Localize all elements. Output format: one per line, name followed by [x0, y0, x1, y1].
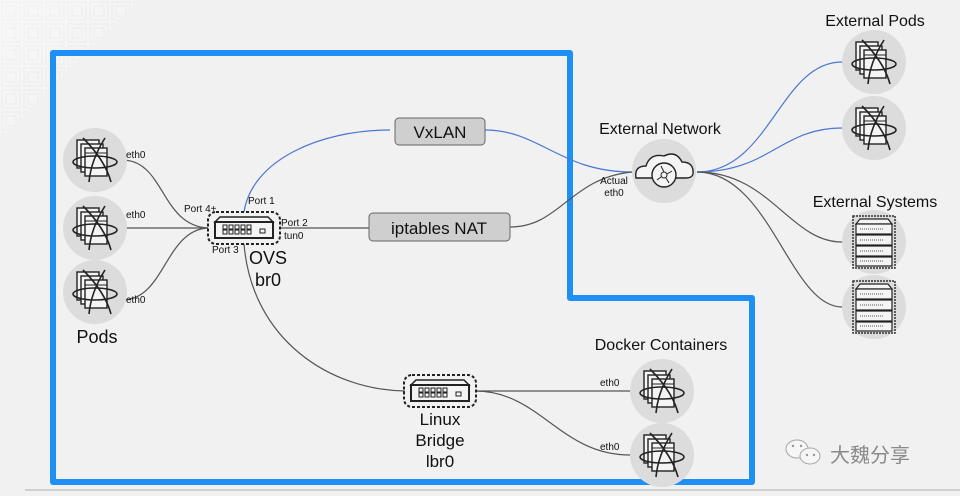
server-rack-icon — [841, 274, 907, 340]
external-pods-title: External Pods — [825, 13, 925, 30]
ovs-port1-label: Port 1 — [248, 196, 275, 207]
link-vxlan-external — [484, 129, 633, 173]
pod3-iface-label: eth0 — [126, 295, 146, 306]
cloud-network-icon — [635, 153, 694, 188]
link-pod1-ovs — [121, 159, 209, 229]
docker-containers-title: Docker Containers — [595, 337, 728, 354]
vxlan-box[interactable]: VxLAN — [394, 117, 486, 146]
ovs-bridge-name: br0 — [255, 270, 281, 290]
pod-node[interactable] — [62, 195, 128, 261]
linux-bridge-line2: Bridge — [415, 431, 464, 450]
docker2-iface-label: eth0 — [600, 442, 620, 453]
docker-container-node[interactable] — [629, 358, 695, 424]
pod-icon — [841, 29, 907, 95]
watermark-text: 大魏分享 — [830, 443, 910, 467]
ovs-tun0-label: tun0 — [284, 231, 304, 242]
watermark: 大魏分享 — [785, 439, 910, 467]
pod-icon — [62, 195, 128, 261]
docker1-iface-label: eth0 — [600, 378, 620, 389]
docker-container-node[interactable] — [629, 422, 695, 488]
pod-node[interactable] — [62, 127, 128, 193]
ovs-port2-label: Port 2 — [281, 218, 308, 229]
external-network-node[interactable] — [632, 139, 696, 203]
cluster-node-boundary — [50, 50, 755, 485]
link-external-extsys2 — [696, 171, 843, 308]
link-iptables-external — [509, 171, 633, 228]
link-external-extpod1 — [696, 61, 843, 173]
pod1-iface-label: eth0 — [126, 150, 146, 161]
link-ovs-vxlan — [243, 129, 391, 213]
external-pod-node[interactable] — [841, 29, 907, 95]
linux-bridge-line1: Linux — [420, 410, 461, 429]
external-pod-node[interactable] — [841, 95, 907, 161]
ovs-port3-label: Port 3 — [212, 245, 239, 256]
actual-eth0-line2: eth0 — [604, 188, 624, 199]
pod-icon — [841, 95, 907, 161]
pod2-iface-label: eth0 — [126, 210, 146, 221]
background-fade — [0, 0, 140, 140]
pod-icon — [62, 127, 128, 193]
link-linuxbridge-docker2 — [474, 390, 631, 456]
ovs-name: OVS — [249, 248, 287, 268]
external-system-node[interactable] — [841, 209, 907, 275]
external-network-title: External Network — [599, 121, 722, 138]
container-icon — [629, 422, 695, 488]
pods-title: Pods — [76, 327, 117, 347]
link-external-extsys1 — [696, 171, 843, 243]
actual-eth0-line1: Actual — [600, 176, 628, 187]
link-ovs-linuxbridge — [243, 243, 406, 392]
external-systems-title: External Systems — [813, 194, 937, 211]
pod-node[interactable] — [62, 259, 128, 325]
link-pod3-ovs — [121, 227, 209, 301]
pod-icon — [62, 259, 128, 325]
iptables-nat-box[interactable]: iptables NAT — [368, 212, 511, 242]
iptables-nat-label: iptables NAT — [391, 219, 487, 238]
wechat-icon — [785, 439, 821, 465]
ovs-port4-label: Port 4+ — [184, 204, 217, 215]
linux-bridge-line3: lbr0 — [426, 452, 454, 471]
vxlan-label: VxLAN — [414, 123, 467, 142]
server-rack-icon — [841, 209, 907, 275]
external-system-node[interactable] — [841, 274, 907, 340]
link-external-extpod2 — [696, 127, 843, 173]
container-icon — [629, 358, 695, 424]
